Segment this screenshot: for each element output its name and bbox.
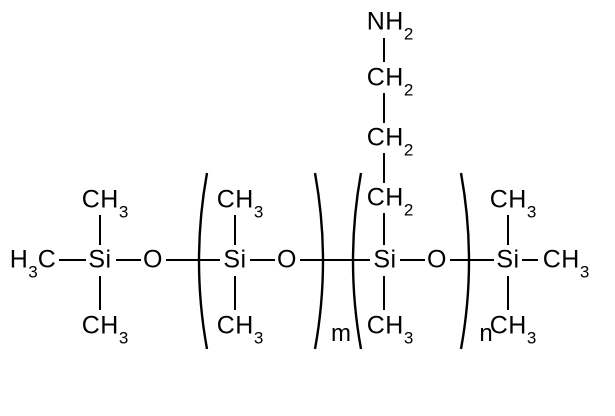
atom-text: NH [366,7,404,36]
bond [166,259,220,261]
atom-subscript: 3 [526,328,537,348]
atom-text: CH [216,185,254,214]
atom-ch2: CH2 [366,63,414,98]
atom-ch3: CH3 [81,185,129,220]
atom-text: CH [216,311,254,340]
bond [522,259,538,261]
bond [234,276,236,310]
atom-text: Si [373,245,397,274]
atom-text: CH [489,185,527,214]
atom-nh2: NH2 [366,7,414,42]
atom-si: Si [88,245,112,274]
atom-ch3: CH3 [216,185,264,220]
atom-text: CH [81,311,119,340]
atom-text: CH [366,183,404,212]
bond [234,215,236,245]
atom-ch2: CH2 [366,183,414,218]
atom-ch3: CH3 [216,311,264,346]
atom-text: CH [489,311,527,340]
bond [250,259,275,261]
atom-h3c: H3C [9,245,57,280]
repeat-index-m: m [331,320,351,347]
atom-subscript: 3 [118,328,129,348]
close-paren-m [313,172,325,350]
atom-text: CH [366,63,404,92]
atom-text: CH [81,185,119,214]
atom-ch3: CH3 [542,245,590,280]
atom-subscript: 3 [253,202,264,222]
bond [383,153,385,183]
atom-subscript: 3 [28,262,38,282]
atom-ch3: CH3 [81,311,129,346]
open-paren-n [351,172,363,350]
repeat-index-n: n [479,320,493,347]
bond [400,259,425,261]
atom-text: O [427,245,447,274]
bond [99,276,101,310]
atom-ch3: CH3 [489,185,537,220]
atom-text: C [37,245,57,274]
atom-o: O [277,245,297,274]
atom-si: Si [223,245,247,274]
bond [99,215,101,245]
bond [116,259,141,261]
atom-subscript: 3 [253,328,264,348]
atom-ch3: CH3 [366,311,414,346]
bond [383,38,385,62]
bond [450,259,494,261]
bond [507,215,509,245]
atom-o: O [143,245,163,274]
atom-si: Si [373,245,397,274]
atom-ch2: CH2 [366,123,414,158]
open-paren-m [197,172,209,350]
bond [59,259,86,261]
atom-subscript: 2 [403,200,414,220]
atom-ch3: CH3 [489,311,537,346]
atom-subscript: 3 [118,202,129,222]
atom-text: Si [496,245,520,274]
atom-si: Si [496,245,520,274]
atom-subscript: 3 [526,202,537,222]
atom-text: CH [542,245,580,274]
bond [507,276,509,310]
bond [383,213,385,245]
atom-text: O [143,245,163,274]
atom-text: CH [366,311,404,340]
atom-subscript: 3 [403,328,414,348]
atom-text: Si [223,245,247,274]
atom-text: CH [366,123,404,152]
atom-subscript: 3 [579,262,590,282]
atom-subscript: 2 [403,140,414,160]
atom-o: O [427,245,447,274]
bond [300,259,370,261]
atom-subscript: 2 [403,80,414,100]
bond [383,93,385,123]
atom-text: H [9,245,29,274]
bond [383,276,385,310]
atom-text: Si [88,245,112,274]
atom-subscript: 2 [403,24,414,44]
atom-text: O [277,245,297,274]
close-paren-n [459,172,471,350]
